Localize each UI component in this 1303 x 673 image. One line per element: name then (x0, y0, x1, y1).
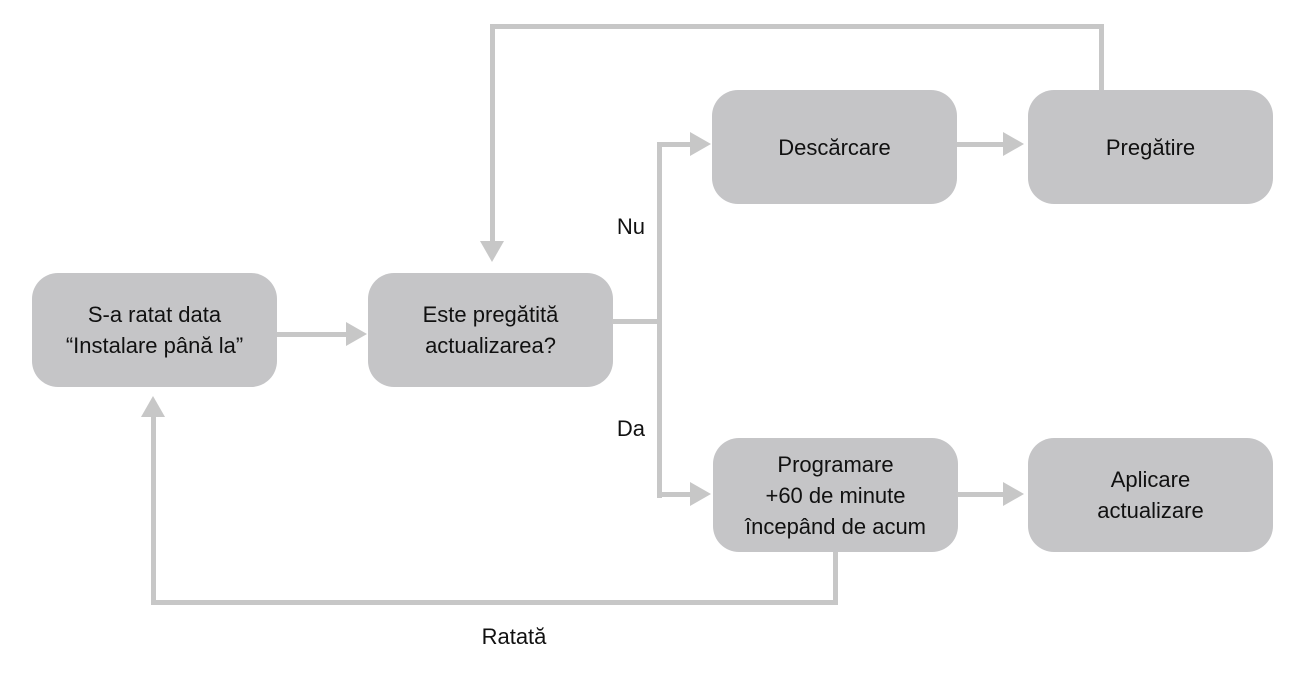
arrowhead-up-icon (141, 396, 165, 417)
edge-no-to-download (657, 142, 690, 147)
edge-schedule-to-apply (957, 492, 1003, 497)
edge-branch-junction (657, 142, 662, 498)
edge-download-to-prepare (957, 142, 1003, 147)
arrowhead-right-icon (1003, 482, 1024, 506)
edge-prepare-loop-drop (490, 24, 495, 241)
flow-node-download: Descărcare (712, 90, 957, 204)
edge-label-yes: Da (616, 416, 645, 441)
edge-missed-loop-rise (151, 417, 156, 605)
flow-node-prepare: Pregătire (1028, 90, 1273, 204)
arrowhead-right-icon (346, 322, 367, 346)
edge-label-no: Nu (616, 214, 645, 239)
flow-node-missed-install-date: S-a ratat data “Instalare până la” (32, 273, 277, 387)
arrowhead-right-icon (690, 482, 711, 506)
edge-update-ready-out (612, 319, 662, 324)
edge-prepare-loop-top (490, 24, 1104, 29)
edge-prepare-loop-rise (1099, 26, 1104, 90)
arrowhead-right-icon (690, 132, 711, 156)
arrowhead-down-icon (480, 241, 504, 262)
edge-yes-to-schedule (657, 492, 690, 497)
edge-missed-loop-drop (833, 552, 838, 605)
flow-node-apply-update: Aplicare actualizare (1028, 438, 1273, 552)
arrowhead-right-icon (1003, 132, 1024, 156)
flow-node-update-ready-question: Este pregătită actualizarea? (368, 273, 613, 387)
edge-label-missed: Ratată (481, 624, 547, 649)
flow-node-schedule-60-minutes: Programare +60 de minute începând de acu… (713, 438, 958, 552)
edge-missed-date-to-update-ready (277, 332, 346, 337)
edge-missed-loop-bottom (151, 600, 838, 605)
